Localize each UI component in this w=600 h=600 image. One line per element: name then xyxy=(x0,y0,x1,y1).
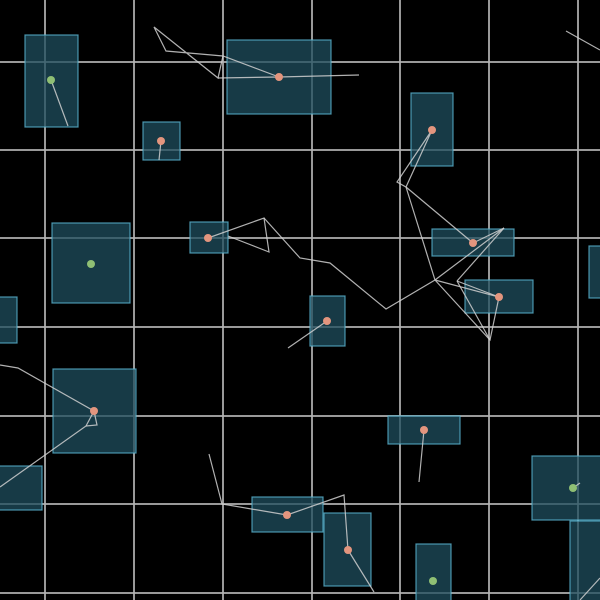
node-dot-orange xyxy=(323,317,331,325)
node-box xyxy=(0,465,43,511)
node-dot-orange xyxy=(157,137,165,145)
link-line xyxy=(396,129,433,188)
node-dot-orange xyxy=(204,234,212,242)
link-line xyxy=(263,217,436,310)
node-dot-orange xyxy=(344,546,352,554)
link-line xyxy=(456,227,505,282)
link-line xyxy=(153,26,280,80)
node-box xyxy=(531,455,600,521)
link-line xyxy=(405,186,436,281)
node-dot-orange xyxy=(90,407,98,415)
node-box xyxy=(0,296,18,344)
link-line xyxy=(456,280,491,341)
node-dot-orange xyxy=(469,239,477,247)
link-line xyxy=(456,280,500,298)
link-line xyxy=(434,279,500,342)
link-line xyxy=(287,320,328,349)
node-dot-orange xyxy=(420,426,428,434)
link-line xyxy=(579,577,600,600)
link-line xyxy=(50,79,69,127)
node-dot-green xyxy=(87,260,95,268)
link-line xyxy=(208,453,375,593)
node-dot-green xyxy=(429,577,437,585)
node-dot-orange xyxy=(275,73,283,81)
node-box xyxy=(588,245,600,299)
node-dot-green xyxy=(47,76,55,84)
link-line xyxy=(565,30,600,51)
node-dot-orange xyxy=(495,293,503,301)
link-line xyxy=(405,186,474,244)
node-dot-green xyxy=(569,484,577,492)
node-dot-orange xyxy=(428,126,436,134)
node-dot-orange xyxy=(283,511,291,519)
link-line xyxy=(418,429,425,483)
link-line xyxy=(207,217,270,253)
node-box xyxy=(569,520,600,600)
link-line xyxy=(85,410,98,427)
node-box xyxy=(415,543,452,600)
